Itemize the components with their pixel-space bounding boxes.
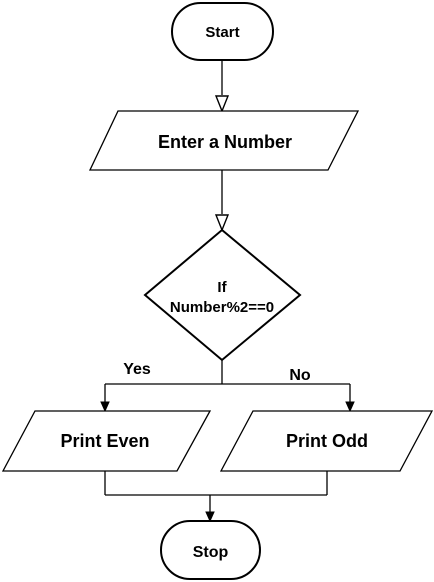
connector-decision-branches <box>100 360 355 413</box>
connector-merge-to-stop <box>104 471 328 523</box>
stop-terminator: Stop <box>160 520 261 580</box>
print-even-parallelogram: Print Even <box>1 410 212 472</box>
stop-label: Stop <box>193 544 229 561</box>
arrowhead-hollow <box>214 214 230 232</box>
decision-label-line1: If <box>217 279 227 296</box>
arrowhead-hollow <box>214 95 230 113</box>
input-label: Enter a Number <box>158 132 292 152</box>
connector-input-to-decision <box>214 170 230 232</box>
arrowhead-yes <box>100 401 110 413</box>
connector-start-to-input <box>214 60 230 113</box>
start-label: Start <box>205 24 239 41</box>
decision-label-line2: Number%2==0 <box>170 299 274 316</box>
no-label: No <box>289 367 311 384</box>
arrowhead-stop <box>205 511 215 523</box>
print-odd-label: Print Odd <box>286 431 368 451</box>
start-terminator: Start <box>171 2 274 61</box>
print-odd-parallelogram: Print Odd <box>219 410 434 472</box>
arrowhead-no <box>345 401 355 413</box>
yes-label: Yes <box>123 361 151 378</box>
decision-diamond: If Number%2==0 <box>143 228 302 362</box>
print-even-label: Print Even <box>60 431 149 451</box>
input-parallelogram: Enter a Number <box>88 110 360 171</box>
